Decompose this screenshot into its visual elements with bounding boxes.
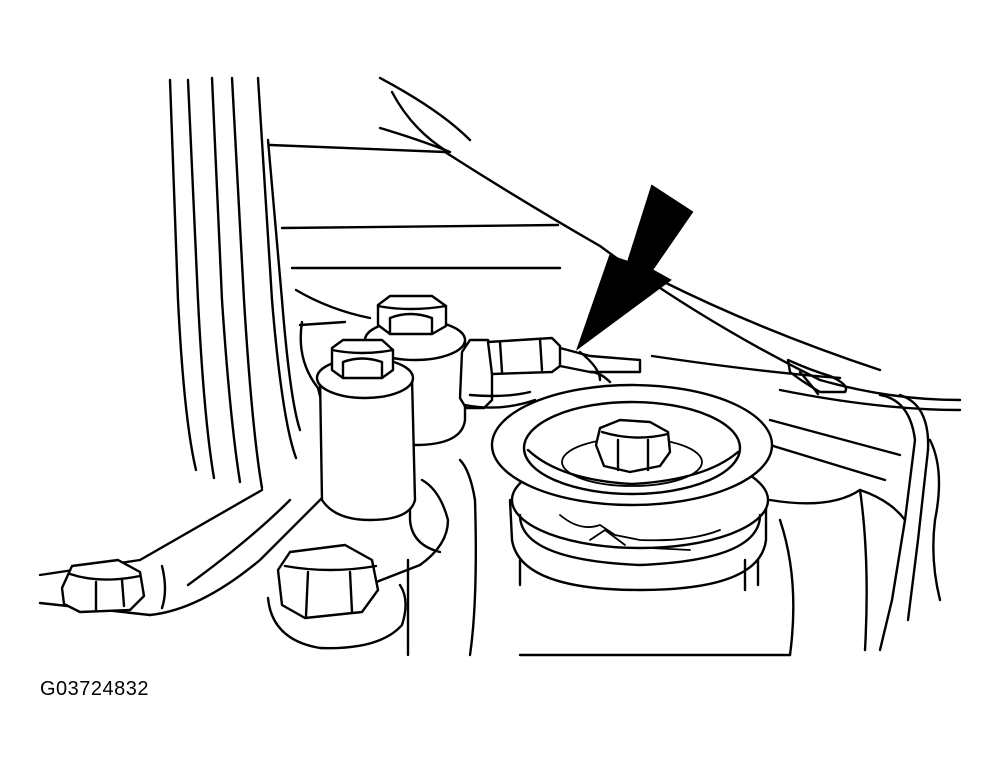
front-mount-bolt: [315, 338, 417, 522]
figure-code-label: G03724832: [40, 678, 150, 700]
connector-harness: [458, 336, 642, 410]
pointer-arrow: [575, 184, 694, 351]
tower-wall-lines: [168, 76, 302, 490]
lower-center-bolt: [266, 543, 407, 650]
strut-center-nut: [594, 418, 672, 474]
strut-top-mount: [490, 383, 774, 592]
frame-rail: [768, 393, 942, 652]
lower-left-bolt: [60, 558, 146, 614]
